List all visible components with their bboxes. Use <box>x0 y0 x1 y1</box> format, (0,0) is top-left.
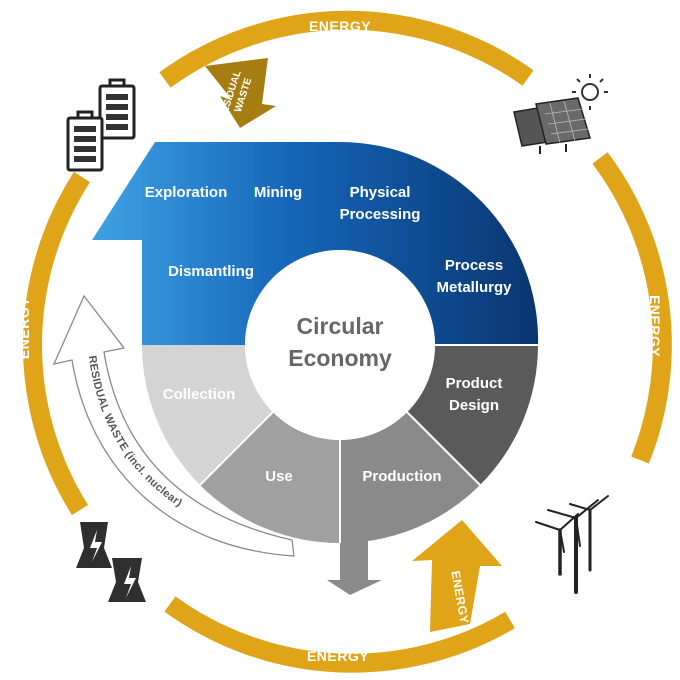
power-plant-icon <box>76 522 146 602</box>
energy-label-right: ENERGY <box>647 295 663 357</box>
center-disc <box>245 250 435 440</box>
stage-physical-processing-2: Processing <box>340 206 421 223</box>
stage-process-metallurgy-1: Process <box>445 257 503 274</box>
solar-panel-icon <box>513 74 608 154</box>
energy-label-left: ENERGY <box>16 297 32 359</box>
energy-arc-right <box>592 152 672 464</box>
stage-collection: Collection <box>163 386 236 403</box>
segment-production <box>327 412 480 595</box>
center-label-economy: Economy <box>288 345 392 371</box>
stage-mining: Mining <box>254 184 302 201</box>
segment-use <box>200 412 340 543</box>
energy-arc-bottom <box>164 596 515 673</box>
battery-icon <box>66 78 136 172</box>
stage-product-design-1: Product <box>446 375 503 392</box>
segment-collection <box>142 345 273 485</box>
stage-use: Use <box>265 468 293 485</box>
stage-exploration: Exploration <box>145 184 228 201</box>
energy-label-top: ENERGY <box>309 18 371 34</box>
stage-production: Production <box>362 468 441 485</box>
energy-label-bottom: ENERGY <box>307 648 369 664</box>
wind-turbine-icon <box>535 495 609 594</box>
energy-ring <box>22 10 672 673</box>
segment-product-design <box>407 345 538 485</box>
energy-arrow-bottom-right: ENERGY <box>412 520 502 632</box>
segment-upper-blue <box>92 141 539 345</box>
residual-waste-top-arrow: RESIDUAL WASTE <box>205 58 276 128</box>
energy-arc-top <box>159 10 534 88</box>
cycle-ring <box>92 141 539 595</box>
center-label-circular: Circular <box>297 313 384 339</box>
stage-process-metallurgy-2: Metallurgy <box>436 279 512 296</box>
stage-dismantling: Dismantling <box>168 263 254 280</box>
stage-product-design-2: Design <box>449 397 499 414</box>
stage-physical-processing-1: Physical <box>350 184 411 201</box>
energy-arc-left <box>22 171 90 516</box>
